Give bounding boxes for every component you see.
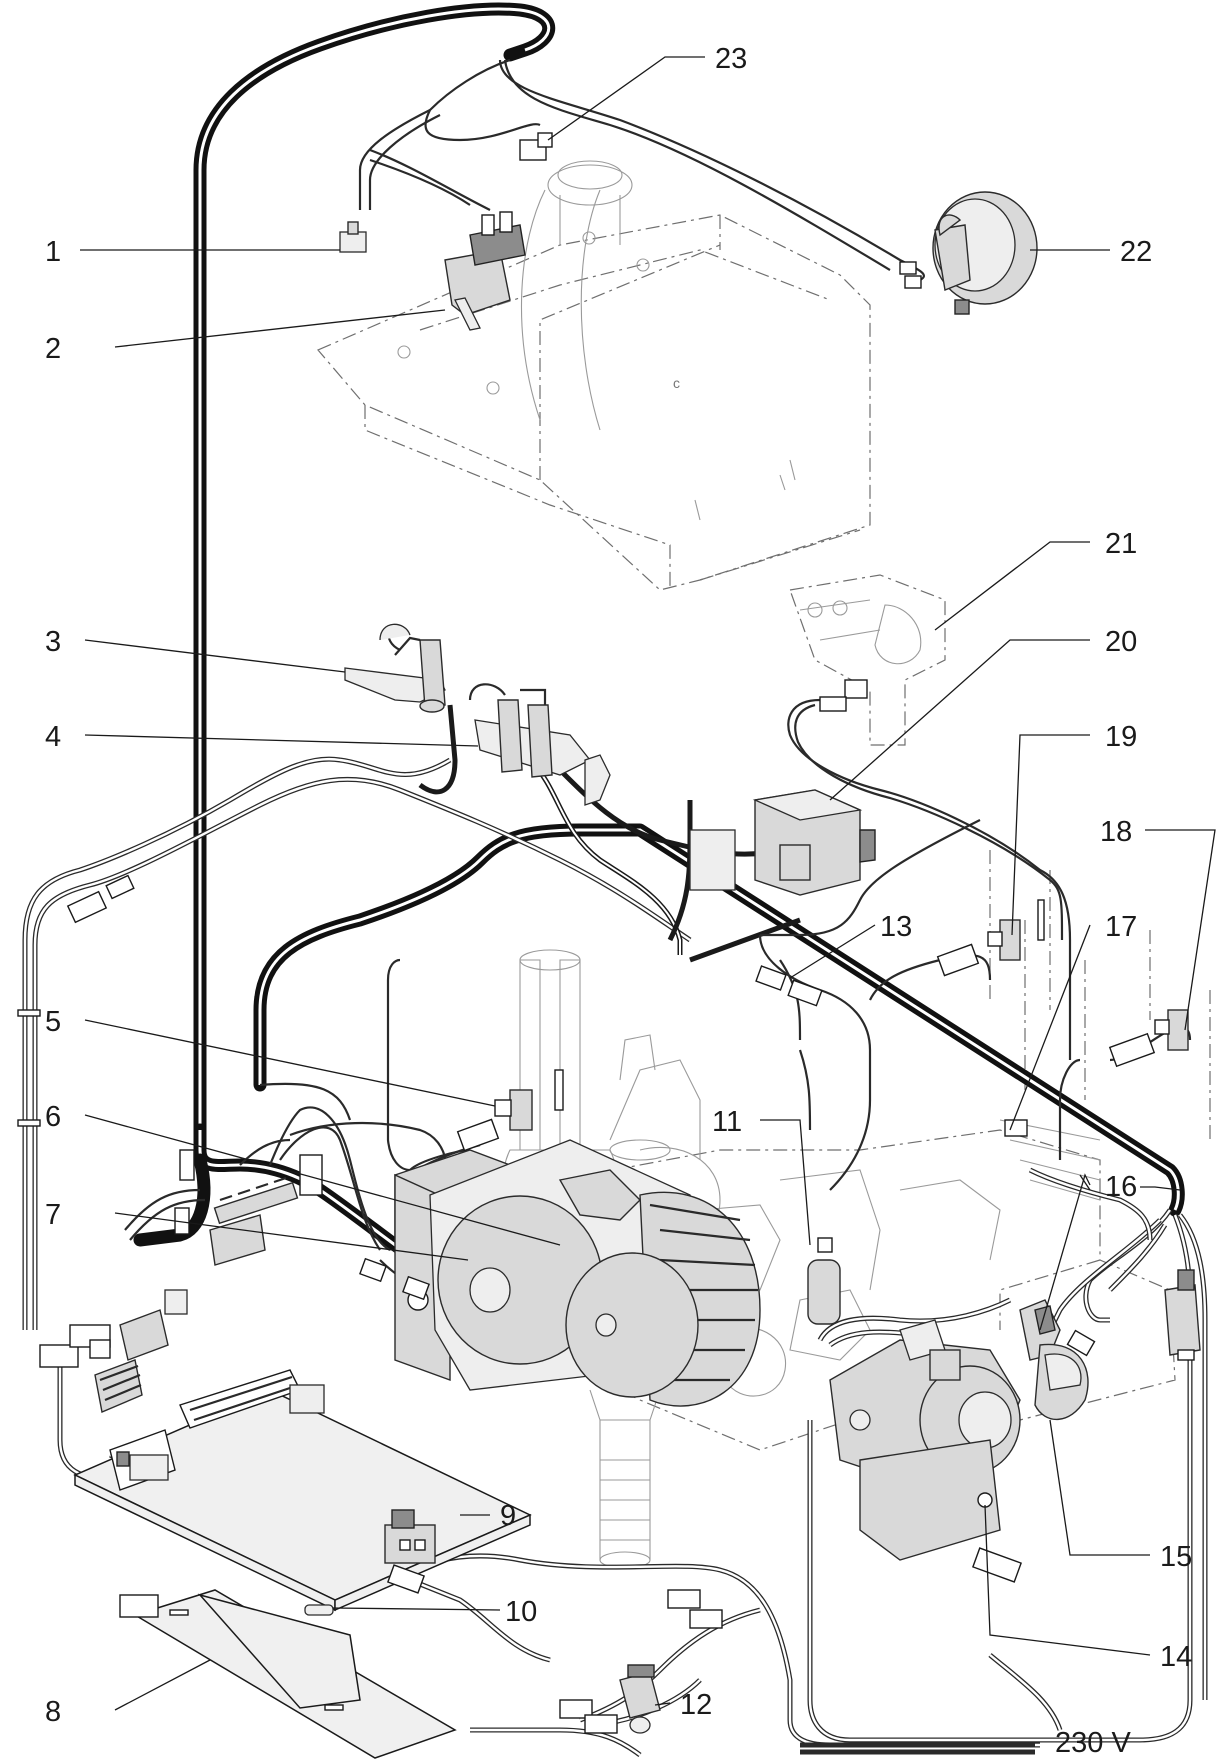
callout-15: 15 [1160, 1541, 1192, 1573]
part-5-sensor [456, 1069, 564, 1152]
callout-6: 6 [45, 1101, 61, 1133]
part-9-pcb [73, 1369, 532, 1612]
callout-1: 1 [45, 236, 61, 268]
callout-11: 11 [712, 1106, 742, 1138]
callout-5: 5 [45, 1006, 61, 1038]
callout-8: 8 [45, 1696, 61, 1728]
part-19-sensor [987, 899, 1045, 961]
part-11-sensor [807, 1237, 841, 1325]
part-21-valve-connector [819, 679, 868, 712]
part-13-connectors [755, 943, 980, 1007]
callout-9: 9 [500, 1500, 516, 1532]
supply-voltage-label: 230 V [1055, 1727, 1131, 1759]
callout-20: 20 [1105, 626, 1137, 658]
main-harness [193, 2, 556, 1137]
lower-cable-connectors [359, 1257, 723, 1734]
gas-valve-ghost [789, 574, 946, 746]
callout-18: 18 [1100, 816, 1132, 848]
part-14-pump [829, 1319, 1022, 1583]
callout-17: 17 [1105, 911, 1137, 943]
left-cable [17, 756, 692, 1330]
part-22-pressure-switch [899, 191, 1038, 315]
heat-exchanger-mark: c [673, 375, 680, 391]
callout-13: 13 [880, 911, 912, 943]
callout-4: 4 [45, 721, 61, 753]
callout-2: 2 [45, 333, 61, 365]
part-17-connector [1004, 1119, 1028, 1137]
right-plug-connector [1164, 1269, 1201, 1361]
part-12-relay [619, 1664, 661, 1734]
callout-labels: 1 2 3 4 5 6 7 8 9 10 11 12 13 14 15 16 1… [45, 43, 1192, 1759]
callout-12: 12 [680, 1689, 712, 1721]
callout-23: 23 [715, 43, 747, 75]
callout-21: 21 [1105, 528, 1137, 560]
callout-14: 14 [1160, 1641, 1192, 1673]
part-8-cover [133, 1589, 457, 1759]
heat-exchanger-ghost: c [317, 160, 871, 591]
callout-16: 16 [1105, 1171, 1137, 1203]
part-3-electrode [344, 623, 446, 713]
callout-22: 22 [1120, 236, 1152, 268]
part-23-connector [519, 132, 553, 161]
part-20-ignition-unit [689, 789, 876, 896]
part-15-pressure-sensor [1034, 1343, 1089, 1421]
part-2-transformer [444, 211, 526, 331]
callout-7: 7 [45, 1199, 61, 1231]
callout-3: 3 [45, 626, 61, 658]
callout-leaders [80, 56, 1216, 1711]
part-10-fuse [304, 1604, 334, 1616]
part-1-connector [339, 221, 367, 253]
part-6-7-fan-pump [394, 1139, 761, 1407]
part-4-electrodes [468, 683, 611, 806]
board-connectors [39, 1149, 323, 1618]
part-18-sensor [1108, 1009, 1189, 1068]
callout-10: 10 [505, 1596, 537, 1628]
callout-19: 19 [1105, 721, 1137, 753]
